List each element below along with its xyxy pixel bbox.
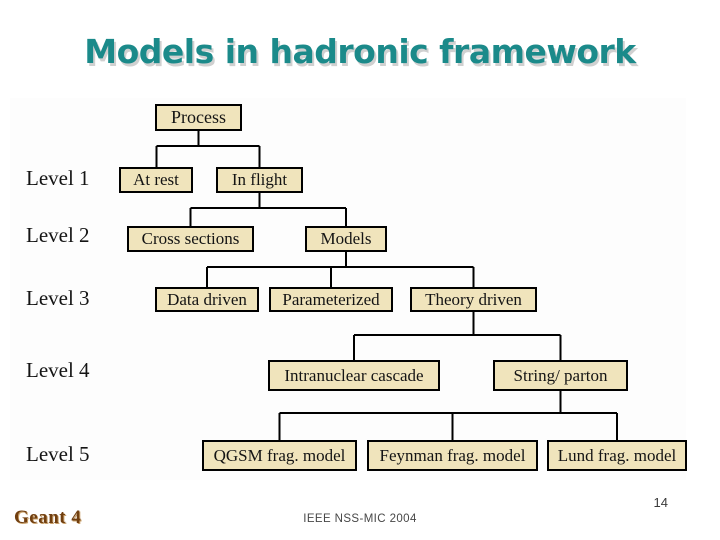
node-lund-frag-model: Lund frag. model bbox=[547, 440, 687, 471]
slide-page-number: 14 bbox=[653, 495, 668, 510]
node-in-flight: In flight bbox=[216, 167, 303, 193]
level-1-label: Level 1 bbox=[26, 166, 90, 190]
conference-footer: IEEE NSS-MIC 2004 bbox=[303, 513, 417, 525]
node-cross-sections: Cross sections bbox=[127, 226, 254, 252]
slide-title: Models in hadronic framework bbox=[84, 32, 636, 71]
level-5-label: Level 5 bbox=[26, 442, 90, 466]
level-2-label: Level 2 bbox=[26, 223, 90, 247]
node-models: Models bbox=[305, 226, 387, 252]
node-theory-driven: Theory driven bbox=[410, 287, 537, 312]
level-4-label: Level 4 bbox=[26, 358, 90, 382]
node-data-driven: Data driven bbox=[155, 287, 259, 312]
level-3-label: Level 3 bbox=[26, 286, 90, 310]
node-feynman-frag-model: Feynman frag. model bbox=[367, 440, 538, 471]
node-string-parton: String/ parton bbox=[493, 360, 628, 391]
node-qgsm-frag-model: QGSM frag. model bbox=[202, 440, 357, 471]
node-process: Process bbox=[155, 104, 242, 131]
node-at-rest: At rest bbox=[119, 167, 193, 193]
geant4-logo: Geant 4 bbox=[14, 507, 82, 528]
node-intranuclear-cascade: Intranuclear cascade bbox=[268, 360, 440, 391]
node-parameterized: Parameterized bbox=[269, 287, 393, 312]
